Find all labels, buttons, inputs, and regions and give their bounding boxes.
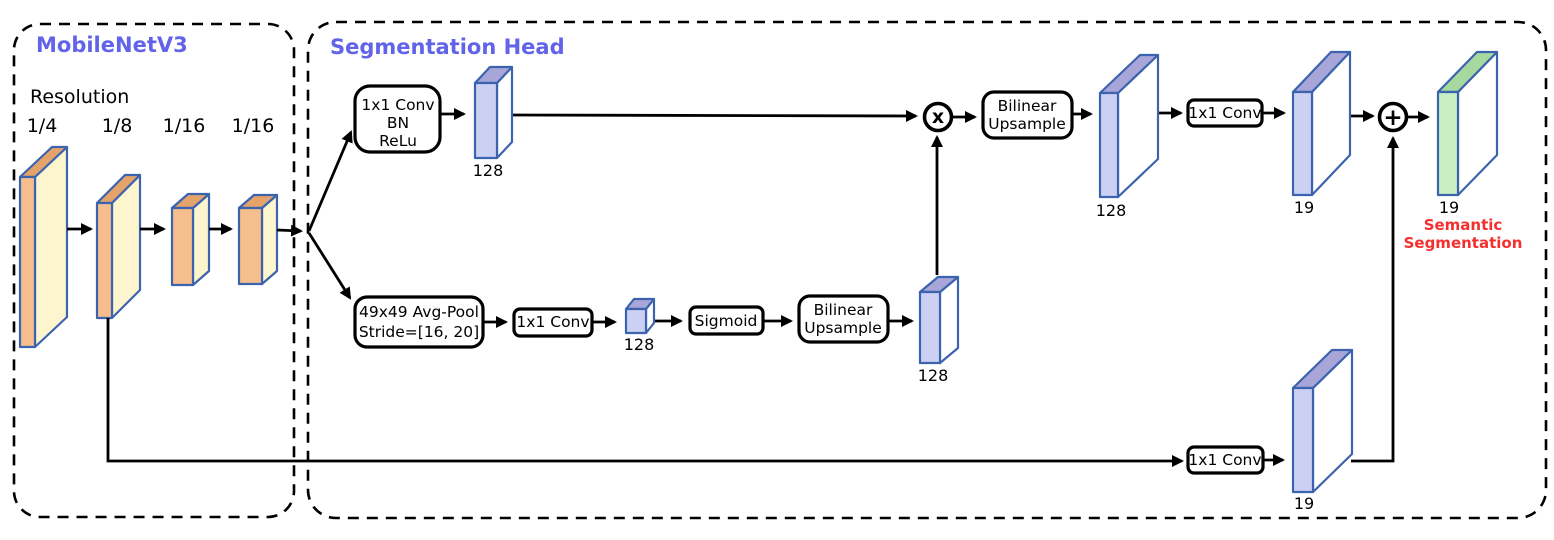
op-label: 1x1 Conv	[516, 313, 589, 331]
op-box-outline	[688, 305, 765, 336]
add-node: +	[1377, 101, 1409, 133]
semantic-segmentation-caption: Segmentation	[1404, 234, 1523, 252]
op-label: Upsample	[804, 319, 882, 337]
multiply-icon: x	[932, 106, 944, 128]
arrow-top-long	[511, 109, 918, 122]
mobilenetv3-panel: MobileNetV3 Resolution 1/4 1/8 1/16 1/16	[12, 22, 296, 519]
op-box-outline	[1186, 98, 1264, 128]
mobilenetv3-title: MobileNetV3	[36, 33, 188, 57]
op-label: 49x49 Avg-Pool	[359, 303, 479, 321]
op-label: 1x1 Conv	[1188, 104, 1261, 122]
resolution-value-4: 1/16	[232, 115, 275, 137]
op-label: BN	[387, 114, 409, 132]
bilinear-upsample-mid-box: Bilinear Upsample	[797, 294, 890, 344]
segmentation-head-title: Segmentation Head	[330, 35, 565, 59]
tensor-output-19: 19 Semantic Segmentation	[1404, 50, 1523, 252]
semantic-segmentation-caption: Semantic	[1424, 216, 1503, 234]
block-front-face	[170, 206, 195, 287]
tensor-upsampled-128: 128	[1096, 53, 1160, 220]
tensor-logits-top-19: 19	[1291, 50, 1352, 217]
block-front-face	[1291, 90, 1314, 197]
block-front-face	[1291, 386, 1315, 494]
conv-top-box: 1x1 Conv	[1186, 98, 1264, 128]
op-label: ReLu	[379, 132, 417, 150]
op-box-outline	[353, 295, 485, 349]
op-box-outline	[981, 90, 1074, 140]
op-box-outline	[797, 294, 890, 344]
resolution-heading: Resolution	[30, 86, 129, 108]
arrow-skip-bottom	[106, 318, 1184, 467]
arrow-branch-down	[307, 232, 352, 300]
block-side-face	[260, 193, 279, 286]
multiply-node: x	[922, 101, 954, 133]
add-icon: +	[1383, 105, 1402, 131]
tensor-label: 128	[918, 366, 949, 385]
op-label: Stride=[16, 20]	[359, 323, 479, 341]
op-box-outline	[353, 84, 442, 154]
op-box-outline	[512, 307, 594, 338]
conv-mid-box: 1x1 Conv	[512, 307, 594, 338]
tensor-attention-128: 128	[918, 275, 960, 385]
op-label: Bilinear	[814, 301, 873, 319]
block-front-face	[1098, 91, 1120, 199]
arrow-branch-up	[307, 130, 353, 232]
tensor-label: 128	[1096, 201, 1127, 220]
tensor-label: 19	[1294, 198, 1314, 217]
mobilenetv3-panel-border	[12, 22, 296, 519]
resolution-value-2: 1/8	[102, 115, 133, 137]
multiply-circle	[922, 101, 954, 133]
arrow-skip-up	[1351, 136, 1399, 463]
op-label: 1x1 Conv	[1188, 451, 1261, 469]
block-front-face	[473, 81, 499, 160]
add-circle	[1377, 101, 1409, 133]
sigmoid-box: Sigmoid	[688, 305, 765, 336]
tensor-label: 19	[1439, 198, 1459, 217]
arrow	[276, 224, 303, 237]
block-front-face	[918, 290, 942, 365]
resolution-value-1: 1/4	[27, 115, 58, 137]
feature-block-sixteenth-b	[237, 193, 279, 286]
connector-arrows	[67, 107, 1430, 467]
op-label: 1x1 Conv	[361, 96, 434, 114]
op-label: Upsample	[988, 115, 1066, 133]
tensor-branch-top-128: 128	[473, 65, 514, 180]
op-label: Sigmoid	[695, 312, 758, 330]
segmentation-head-panel-border	[306, 20, 1548, 520]
feature-block-quarter	[18, 145, 69, 349]
block-front-face	[95, 201, 114, 320]
segmentation-head-panel: Segmentation Head	[306, 20, 1548, 520]
block-front-face	[237, 206, 264, 286]
bilinear-upsample-top-box: Bilinear Upsample	[981, 90, 1074, 140]
tensor-pooled-cube-128: 128	[624, 297, 656, 354]
feature-block-eighth	[95, 173, 142, 320]
conv-bn-relu-box: 1x1 Conv BN ReLu	[353, 84, 442, 154]
feature-block-sixteenth-a	[170, 192, 211, 287]
tensor-label: 19	[1294, 494, 1314, 513]
block-side-face	[191, 192, 211, 287]
tensor-skip-19: 19	[1291, 348, 1354, 513]
conv-bottom-box: 1x1 Conv	[1186, 445, 1265, 475]
block-front-face	[624, 307, 648, 335]
op-label: Bilinear	[998, 97, 1057, 115]
tensor-label: 128	[473, 161, 504, 180]
block-front-face	[1436, 90, 1460, 197]
op-box-outline	[1186, 445, 1265, 475]
block-front-face	[18, 175, 37, 349]
resolution-value-3: 1/16	[163, 115, 206, 137]
tensor-label: 128	[624, 335, 655, 354]
block-side-face	[33, 145, 69, 349]
avg-pool-box: 49x49 Avg-Pool Stride=[16, 20]	[353, 295, 485, 349]
